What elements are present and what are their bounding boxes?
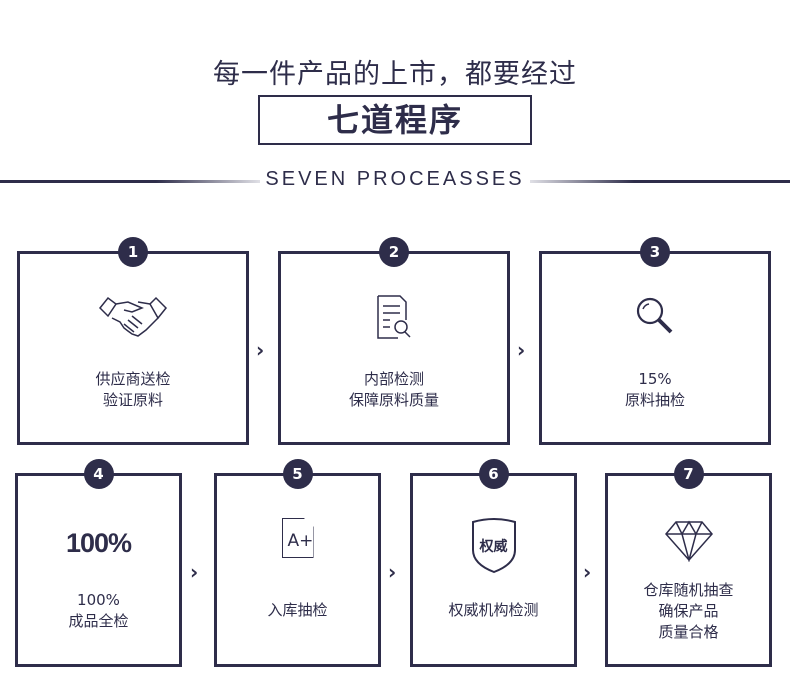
hundred-percent-icon: 100% [65,528,132,558]
subtitle: SEVEN PROCEASSES [265,168,525,190]
grade-label: A+ [287,531,314,551]
step-card-7: 7 仓库随机抽查 确保产品 质量合格 [605,459,772,667]
step-card-1: 1 供应商送检 验证原料 [17,237,249,445]
chevron-right-icon: › [388,560,397,584]
step-line-1: 权威机构检测 [448,601,539,619]
step-badge: 7 [673,459,704,489]
step-line-2: 保障原料质量 [348,391,439,409]
headline-highlight: 七道程序 [258,95,532,145]
step-line-2: 确保产品 [658,602,719,620]
shield-label: 权威 [479,539,508,555]
chevron-right-icon: › [190,560,199,584]
diamond-icon [664,520,713,562]
document-search-icon [377,295,411,339]
step-line-1: 内部检测 [363,370,424,388]
step-card-2: 2 内部检测 保障原料质量 [278,237,510,445]
step-line-1: 100% [77,591,120,609]
step-line-1: 15% [638,370,672,388]
step-badge: 4 [83,459,114,489]
step-card-3: 3 15% 原料抽检 [539,237,771,445]
step-badge: 5 [282,459,313,489]
step-badge: 2 [379,237,409,267]
step-line-2: 验证原料 [102,391,163,409]
chevron-right-icon: › [256,338,265,362]
step-badge: 1 [118,237,148,267]
step-line-3: 质量合格 [658,623,719,641]
step-line-1: 供应商送检 [95,370,171,388]
step-line-2: 原料抽检 [624,391,685,409]
shield-icon [471,518,516,574]
headline: 每一件产品的上市，都要经过 [213,59,577,90]
step-badge: 6 [478,459,509,489]
step-card-4: 4 100% 100% 成品全检 [15,459,182,667]
step-line-1: 仓库随机抽查 [643,581,734,599]
chevron-right-icon: › [583,560,592,584]
step-line-1: 入库抽检 [267,601,328,619]
step-card-5: 5 A+ 入库抽检 [214,459,381,667]
step-badge: 3 [640,237,670,267]
magnifier-icon [636,297,673,334]
grade-a-plus-icon: A+ [281,518,314,558]
handshake-icon [98,296,168,337]
step-card-6: 6 权威 权威机构检测 [410,459,577,667]
chevron-right-icon: › [517,338,526,362]
step-line-2: 成品全检 [68,612,129,630]
divider-left [0,180,260,183]
divider-right [530,180,790,183]
